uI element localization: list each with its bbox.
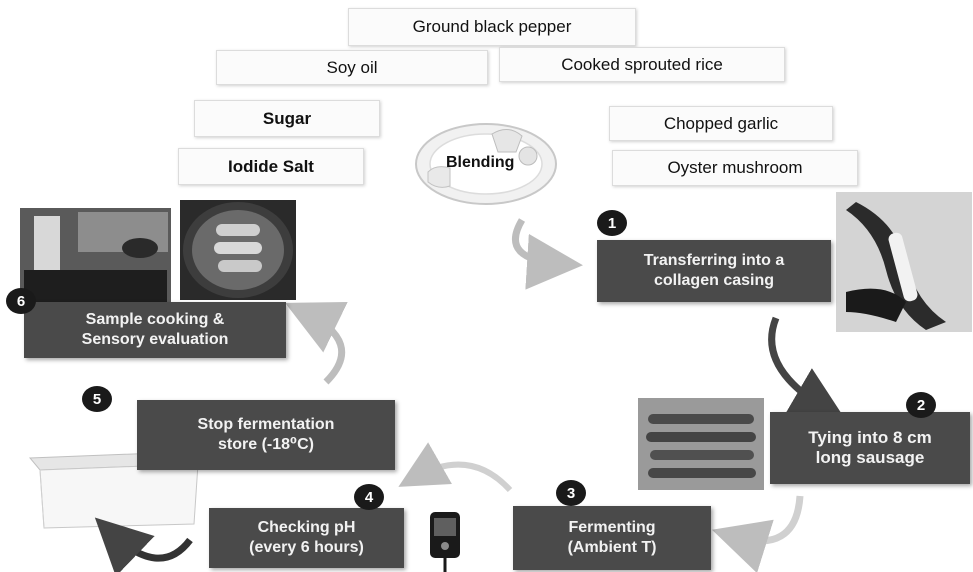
- ingredient-pepper: Ground black pepper: [348, 8, 636, 46]
- ingredient-soy-oil: Soy oil: [216, 50, 488, 85]
- arrow-step3-to-step4: [398, 442, 513, 493]
- step-1-badge: 1: [597, 210, 627, 236]
- step-3-badge: 3: [556, 480, 586, 506]
- arrow-step2-to-step3: [711, 495, 804, 572]
- step-5-box: Stop fermentation store (-18⁰C): [137, 400, 395, 470]
- tied-sausages-photo: [638, 398, 764, 490]
- blending-label: Blending: [446, 154, 515, 171]
- step-3-box: Fermenting (Ambient T): [513, 506, 711, 570]
- blending-bowl-image: [412, 116, 560, 206]
- ingredient-salt: Iodide Salt: [178, 148, 364, 185]
- ingredient-rice: Cooked sprouted rice: [499, 47, 785, 82]
- step-6-badge: 6: [6, 288, 36, 314]
- arrow-step1-to-step2: [768, 316, 847, 421]
- ingredient-garlic: Chopped garlic: [609, 106, 833, 141]
- arrow-blend-to-step1: [512, 218, 583, 290]
- ph-meter-photo: [420, 512, 466, 572]
- ingredient-mushroom: Oyster mushroom: [612, 150, 858, 186]
- arrow-step5-to-step6: [285, 302, 348, 385]
- ingredient-sugar: Sugar: [194, 100, 380, 137]
- step-1-box: Transferring into a collagen casing: [597, 240, 831, 302]
- step-6-box: Sample cooking & Sensory evaluation: [24, 302, 286, 358]
- step-2-box: Tying into 8 cm long sausage: [770, 412, 970, 484]
- step-2-badge: 2: [906, 392, 936, 418]
- cooking-setup-photo: [20, 208, 171, 308]
- step-4-badge: 4: [354, 484, 384, 510]
- arrow-step4-to-step5: [94, 517, 193, 572]
- casing-photo: [836, 192, 972, 332]
- cooked-sausages-photo: [180, 200, 296, 300]
- step-4-box: Checking pH (every 6 hours): [209, 508, 404, 568]
- step-5-badge: 5: [82, 386, 112, 412]
